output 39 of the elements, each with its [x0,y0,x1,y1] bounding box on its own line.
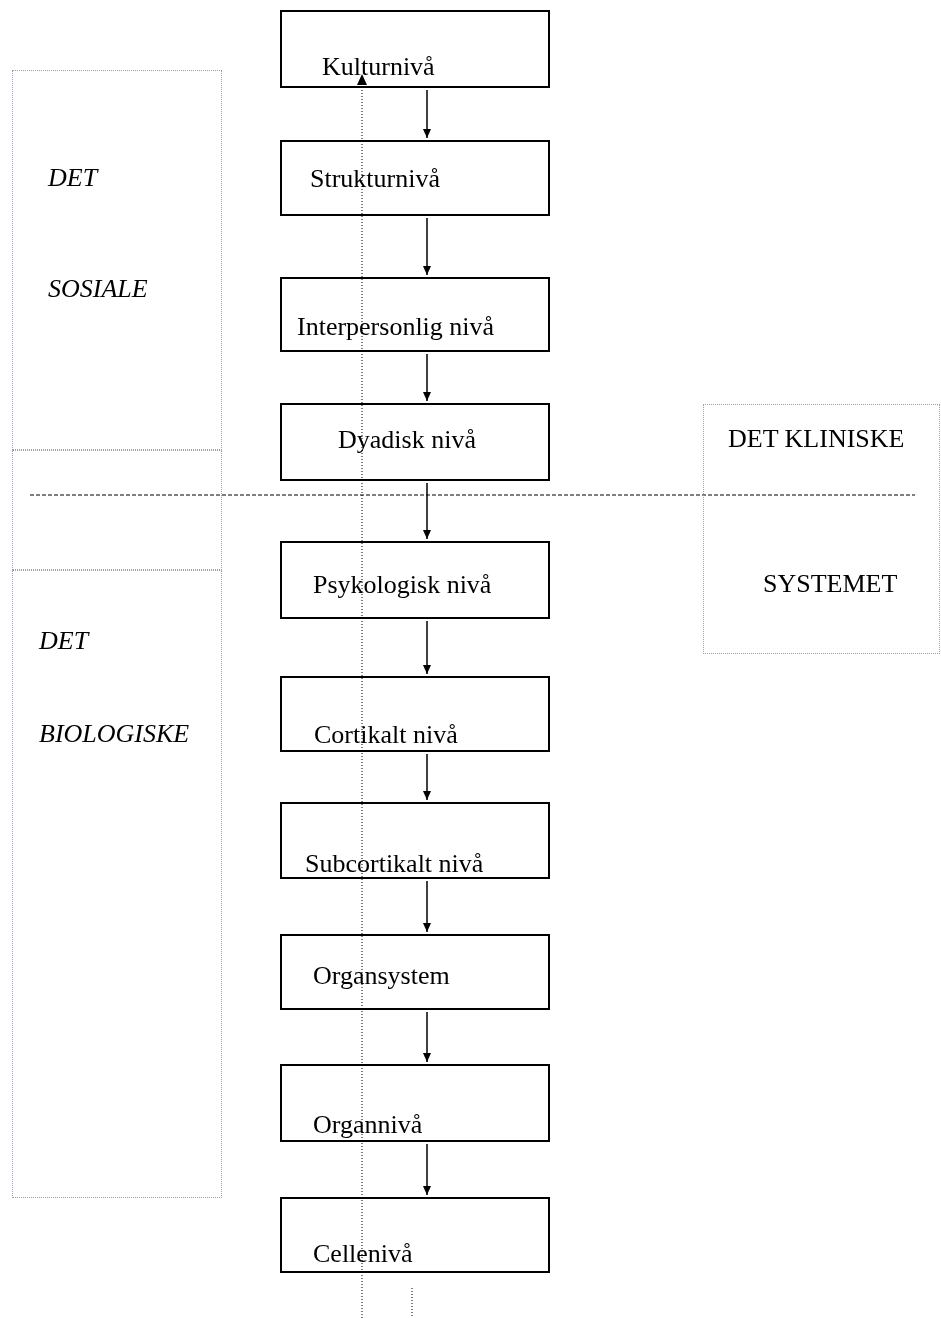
level-label: Cellenivå [313,1239,413,1269]
level-label: Cortikalt nivå [314,720,458,750]
level-box [280,1197,550,1273]
level-label: Subcortikalt nivå [305,849,484,879]
arrow [423,217,431,276]
level-box [280,1064,550,1142]
arrow [423,89,431,139]
arrow [423,482,431,540]
level-label: DET [39,626,89,656]
level-label: Kulturnivå [322,52,435,82]
level-box [280,934,550,1010]
level-label: DET KLINISKE [728,424,905,454]
level-label: Dyadisk nivå [338,425,476,455]
level-label: SOSIALE [48,274,148,304]
group-bracket-box [12,450,222,570]
level-box [280,802,550,879]
system-box [703,404,940,654]
arrow [423,1143,431,1196]
arrow [423,880,431,933]
level-label: DET [48,163,98,193]
arrow [423,353,431,402]
level-box [280,541,550,619]
level-box [280,676,550,752]
level-label: Organsystem [313,961,450,991]
level-box [280,140,550,216]
level-label: Organnivå [313,1110,423,1140]
group-bracket-box [12,570,222,1198]
level-label: SYSTEMET [763,569,898,599]
level-label: Psykologisk nivå [313,570,492,600]
level-label: Strukturnivå [310,164,440,194]
arrow [423,620,431,675]
arrow [423,1011,431,1063]
level-label: Interpersonlig nivå [297,312,495,342]
level-box [280,277,550,352]
level-box [280,10,550,88]
group-bracket-box [12,70,222,450]
level-box [280,403,550,481]
arrow [423,753,431,801]
level-label: BIOLOGISKE [39,719,190,749]
